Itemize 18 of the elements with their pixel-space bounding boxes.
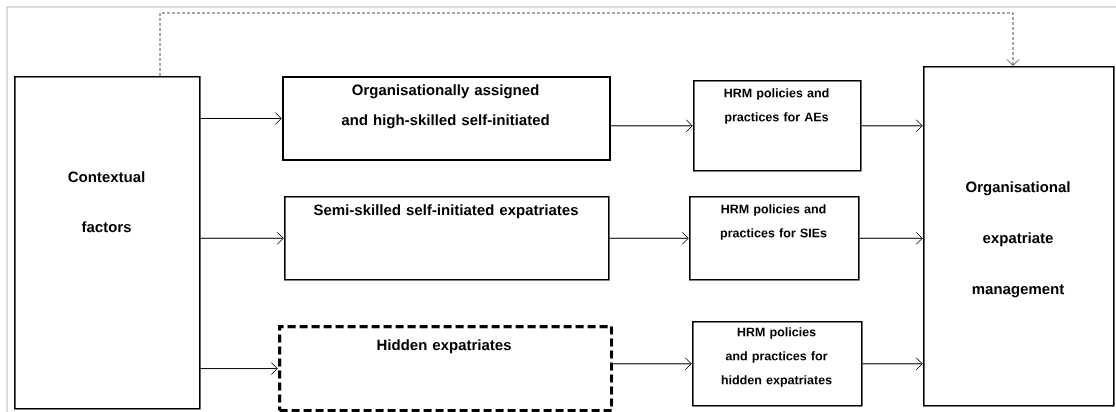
dashed-box: Hidden expatriates — [278, 325, 614, 412]
arrow — [859, 231, 923, 245]
arrow — [610, 119, 693, 133]
arrow — [612, 357, 692, 371]
process-box: HRM policies and practices for SIEs — [689, 196, 860, 281]
arrow — [200, 231, 284, 245]
process-box: Semi-skilled self-initiated expatriates — [284, 196, 610, 281]
arrow — [200, 112, 282, 125]
process-box: Organisationally assigned and high-skilled self-initiated — [282, 76, 611, 161]
arrow — [200, 362, 278, 376]
process-box: HRM policies and practices for AEs — [693, 80, 862, 172]
arrow — [861, 119, 923, 133]
process-box: Contextual factors — [14, 76, 201, 410]
process-box: Organisational expatriate management — [923, 66, 1115, 407]
arrow — [159, 12, 1020, 77]
arrow — [609, 231, 689, 245]
arrow — [862, 357, 923, 371]
process-box: HRM policies and practices for hidden expatriates — [692, 321, 863, 407]
